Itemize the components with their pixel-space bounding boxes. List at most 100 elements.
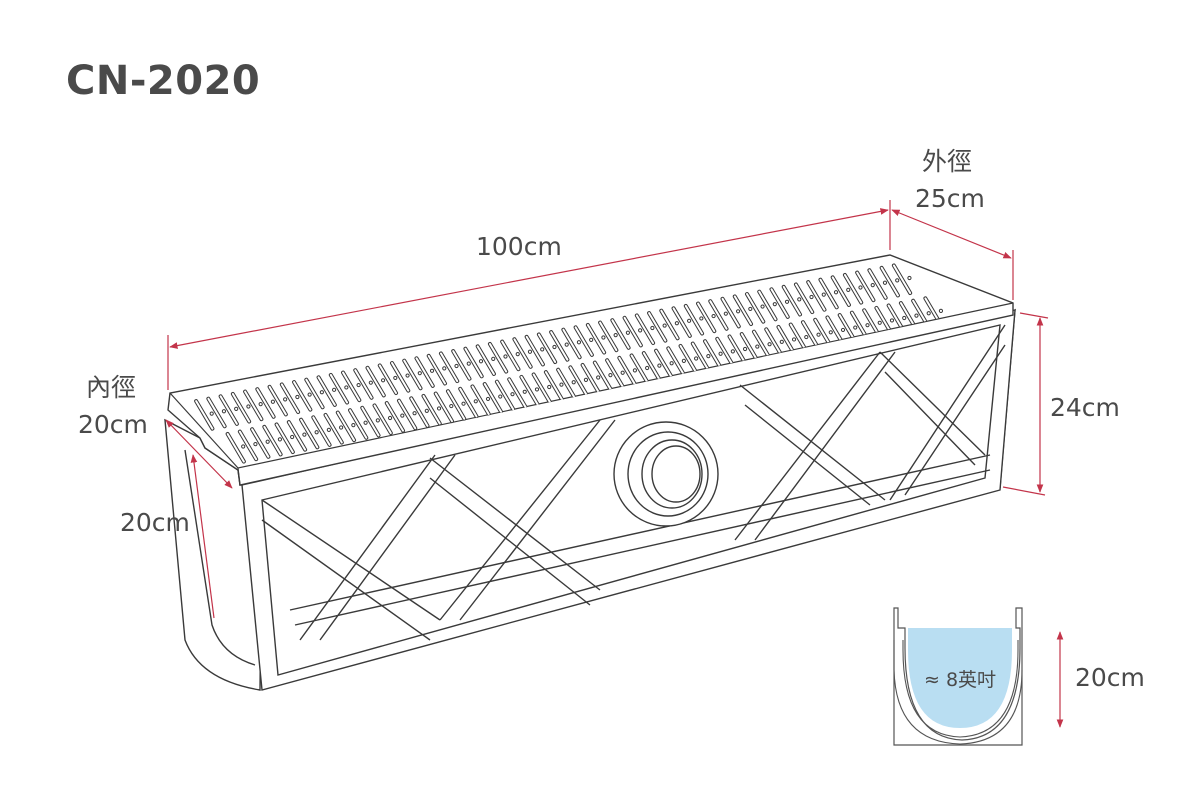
grate-hole [534, 387, 540, 392]
grate-slot [219, 395, 238, 425]
grate-slot [251, 428, 270, 458]
grate-hole [332, 387, 337, 392]
grate-hole [515, 352, 520, 357]
grate-slot [544, 371, 564, 401]
grate-slot [618, 356, 637, 387]
grate-hole [424, 408, 429, 413]
grate-slot [263, 425, 282, 456]
grate-slot [231, 392, 251, 423]
grate-hole [559, 382, 564, 387]
grate-hole [498, 394, 503, 399]
capacity-label: ≈ 8英吋 [924, 669, 997, 691]
product-title: CN-2020 [66, 58, 261, 104]
grate-slot [398, 399, 417, 430]
grate-hole [326, 427, 331, 432]
grate-slot [385, 402, 405, 432]
grate-hole [461, 401, 466, 406]
grate-slot [415, 357, 434, 387]
grate-slot [892, 264, 912, 295]
grate-hole [417, 371, 422, 376]
grate-slot [361, 406, 380, 437]
inner-width-value: 20cm [78, 410, 148, 439]
grate-hole [454, 363, 459, 369]
grate-hole [344, 385, 349, 390]
grate-slot [329, 373, 349, 404]
grate-hole [926, 311, 931, 316]
cross-section [893, 607, 1064, 746]
grate-slot [483, 383, 502, 413]
grate-hole [485, 396, 491, 402]
grate-hole [669, 361, 674, 366]
grate-hole [270, 399, 276, 404]
grate-hole [938, 308, 944, 313]
grate-slot [256, 388, 275, 418]
grate-hole [503, 354, 508, 359]
height-value: 24cm [1050, 393, 1120, 422]
grate-hole [253, 442, 258, 447]
grate-hole [889, 318, 895, 323]
outer-width-dimension [891, 209, 1012, 259]
outer-width-label: 外徑 [922, 147, 973, 176]
grate-hole [466, 361, 471, 366]
grate-slot [495, 380, 515, 411]
grate-hole [902, 315, 907, 321]
grate-slot [452, 350, 471, 380]
depth-value: 20cm [120, 508, 190, 537]
grate-slot [459, 387, 478, 418]
grate-hole [429, 368, 435, 373]
grate-slot [342, 371, 361, 402]
grate-slot [569, 366, 588, 396]
grate-slot [280, 383, 300, 414]
channel-body [164, 308, 1016, 691]
grate-hole [571, 380, 576, 385]
grate-hole [527, 349, 533, 354]
grate-hole [645, 365, 650, 371]
grate-slot [427, 354, 446, 385]
grate-slot [317, 376, 336, 406]
water-fill [908, 628, 1012, 728]
grate-hole [339, 425, 344, 430]
grate-hole [491, 356, 496, 361]
grate-hole [351, 423, 356, 428]
grate-slot [581, 364, 600, 394]
grate-slot [349, 409, 368, 439]
grate-slot [244, 390, 263, 421]
outer-width-value: 25cm [915, 184, 985, 213]
grate-hole [221, 409, 227, 414]
grate-slot [532, 373, 551, 404]
grate-slot [293, 381, 312, 411]
grate-slot [679, 344, 698, 375]
grate-slot [354, 369, 373, 399]
grate-slot [520, 375, 539, 406]
grate-hole [895, 278, 900, 283]
grate-hole [209, 411, 214, 416]
grate-slot [464, 347, 483, 378]
grate-slot [439, 352, 459, 383]
grate-hole [393, 375, 398, 381]
grate-slot [422, 394, 441, 425]
grate-slot [336, 411, 356, 442]
grate-hole [449, 403, 454, 409]
grate-hole [387, 415, 393, 421]
grate-hole [718, 351, 723, 356]
grate-slot [305, 378, 324, 409]
dimension-lines [165, 200, 1049, 619]
grate-slot [471, 385, 490, 415]
grate-slot [667, 347, 686, 377]
grate-hole [302, 432, 307, 437]
grate-hole [277, 437, 283, 442]
grate-hole [380, 378, 386, 383]
grate-hole [596, 375, 601, 380]
grate-hole [473, 399, 478, 404]
grate-slot [373, 404, 392, 435]
grate-hole [706, 354, 711, 359]
grate-slot [300, 418, 319, 449]
grate-hole [265, 439, 270, 444]
grate-slot [324, 413, 343, 444]
grate-hole [583, 377, 589, 382]
grate-hole [657, 363, 662, 368]
grate-hole [363, 420, 368, 425]
grate-hole [620, 370, 625, 375]
grate-hole [478, 359, 484, 364]
